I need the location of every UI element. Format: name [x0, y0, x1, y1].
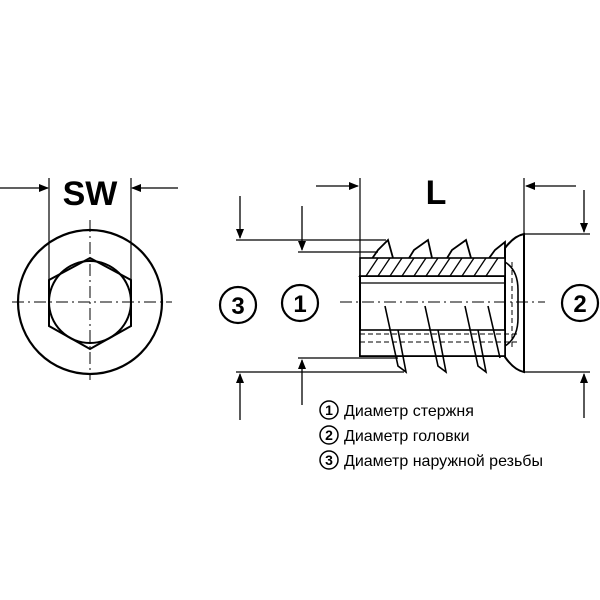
callout-3: 3 [218, 285, 258, 325]
sw-label: SW [63, 175, 119, 213]
thread-flanks-lower [384, 305, 501, 374]
thread-hatching [365, 257, 499, 277]
callout-1: 1 [280, 283, 320, 323]
legend-item-number: 1 [325, 402, 333, 418]
callout-2: 2 [560, 283, 600, 323]
callout-1-number: 1 [293, 291, 306, 318]
legend-item-text: Диаметр головки [344, 428, 470, 445]
hidden-lines [360, 262, 520, 350]
legend: 1 Диаметр стержня 2 Диаметр головки 3 Ди… [319, 400, 543, 470]
legend-item: 1 Диаметр стержня [319, 400, 474, 420]
side-view [236, 178, 590, 420]
legend-item-number: 3 [325, 452, 333, 468]
callout-3-number: 3 [231, 293, 244, 320]
legend-item: 3 Диаметр наружной резьбы [319, 450, 543, 470]
l-label: L [426, 174, 447, 212]
head-collar [504, 232, 525, 374]
legend-item-number: 2 [325, 427, 333, 443]
legend-item: 2 Диаметр головки [319, 425, 470, 445]
legend-item-text: Диаметр наружной резьбы [344, 453, 543, 470]
end-view [0, 178, 178, 380]
callout-2-number: 2 [573, 291, 586, 318]
legend-item-text: Диаметр стержня [344, 403, 474, 420]
head-socket [504, 261, 519, 347]
